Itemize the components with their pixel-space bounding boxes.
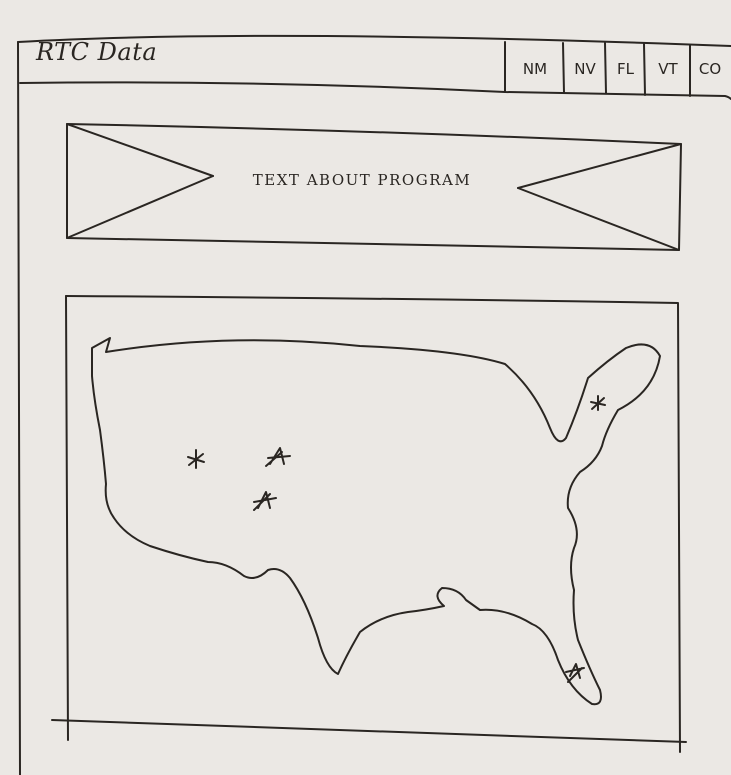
banner-text: TEXT ABOUT PROGRAM [252, 171, 472, 189]
tab-fl[interactable]: FL [617, 60, 634, 78]
tab-co[interactable]: CO [698, 60, 722, 78]
star-icon[interactable] [187, 449, 205, 469]
tab-nm[interactable]: NM [522, 60, 548, 78]
app-title: RTC Data [36, 38, 158, 66]
tab-nv[interactable]: NV [574, 60, 596, 78]
tab-vt[interactable]: VT [658, 60, 678, 78]
star-icon[interactable] [565, 663, 585, 683]
star-icon[interactable] [590, 395, 606, 411]
star-icon[interactable] [265, 447, 291, 467]
star-icon[interactable] [253, 491, 277, 511]
